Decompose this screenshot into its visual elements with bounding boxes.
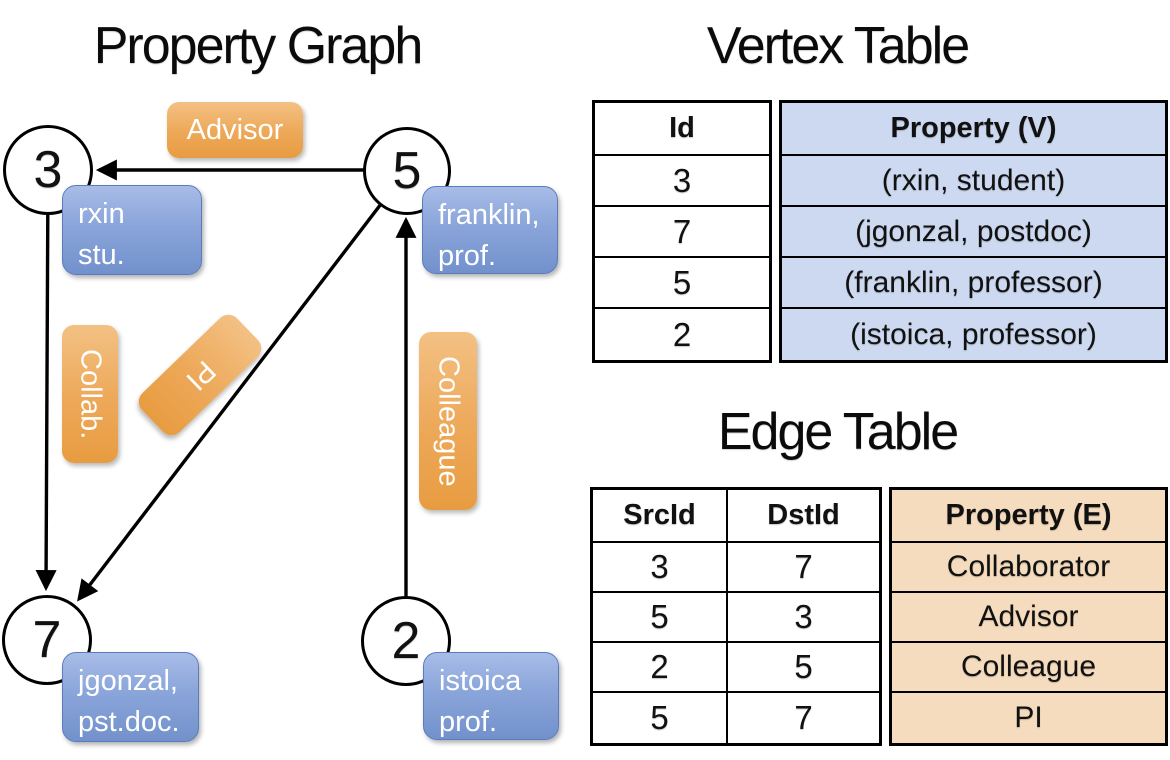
edge-collab-3-to-7 — [35, 169, 57, 592]
edge-row-dstid: 3 — [728, 593, 879, 643]
vertex-row-id: 7 — [595, 207, 769, 258]
edge-table-property-column: Property (E) Collaborator Advisor Collea… — [889, 487, 1168, 746]
vertex-table-header-property: Property (V) — [782, 103, 1165, 156]
edge-row-dstid: 5 — [728, 643, 879, 693]
edge-row-srcid: 3 — [593, 543, 728, 593]
node-id-label: 5 — [392, 142, 422, 200]
edge-row-property: Advisor — [892, 593, 1165, 643]
edge-label-collab: Collab. — [62, 325, 118, 463]
edge-row-srcid: 5 — [593, 593, 728, 643]
vertex-table-property-column: Property (V) (rxin, student) (jgonzal, p… — [779, 100, 1168, 363]
vertex-row-property: (istoica, professor) — [782, 309, 1165, 360]
vertex-row-property: (rxin, student) — [782, 156, 1165, 207]
vertex-property-box-jgonzal: jgonzal, pst.doc. — [62, 652, 199, 742]
vertex-row-id: 2 — [672, 315, 692, 353]
edge-pi-5-to-7 — [77, 168, 409, 602]
edge-table-id-columns: SrcId DstId 3 7 5 3 2 5 5 7 — [590, 487, 882, 746]
vertex-property-box-franklin: franklin, prof. — [422, 186, 558, 274]
node-id-label: 3 — [33, 141, 63, 199]
vertex-row-id: 5 — [595, 258, 769, 309]
vertex-table-id-column: Id 3 7 5 2 — [592, 100, 772, 363]
vertex-property-box-rxin: rxin stu. — [62, 185, 202, 275]
vertex-row-property: (jgonzal, postdoc) — [782, 207, 1165, 258]
edge-table-header-srcid: SrcId — [593, 490, 728, 543]
edge-table-title: Edge Table — [717, 403, 959, 461]
edge-table: SrcId DstId 3 7 5 3 2 5 5 7 Property (E)… — [590, 487, 1168, 746]
edge-row-property: PI — [892, 693, 1165, 743]
node-circle-3: 3 — [3, 125, 93, 215]
edge-row-property: Collaborator — [892, 543, 1165, 593]
edge-row-srcid: 5 — [593, 693, 728, 743]
edge-table-header-property: Property (E) — [892, 490, 1165, 543]
vertex-table-title: Vertex Table — [706, 17, 970, 75]
vertex-table-header-id: Id — [595, 103, 769, 156]
edge-row-srcid: 2 — [593, 643, 728, 693]
vertex-table: Id 3 7 5 2 Property (V) (rxin, student) … — [592, 100, 1168, 363]
edge-label-colleague: Colleague — [419, 332, 477, 510]
vertex-row-id: 3 — [595, 156, 769, 207]
node-id-label: 2 — [391, 612, 421, 670]
node-id-label: 7 — [32, 611, 62, 669]
edge-table-header-dstid: DstId — [728, 490, 879, 543]
vertex-property-box-istoica: istoica prof. — [423, 652, 559, 740]
edge-row-dstid: 7 — [794, 699, 813, 736]
vertex-row-property: (franklin, professor) — [782, 258, 1165, 309]
edge-label-advisor: Advisor — [167, 102, 303, 158]
edge-row-property: Colleague — [892, 643, 1165, 693]
property-graph-title: Property Graph — [93, 17, 424, 75]
edge-row-dstid: 7 — [728, 543, 879, 593]
